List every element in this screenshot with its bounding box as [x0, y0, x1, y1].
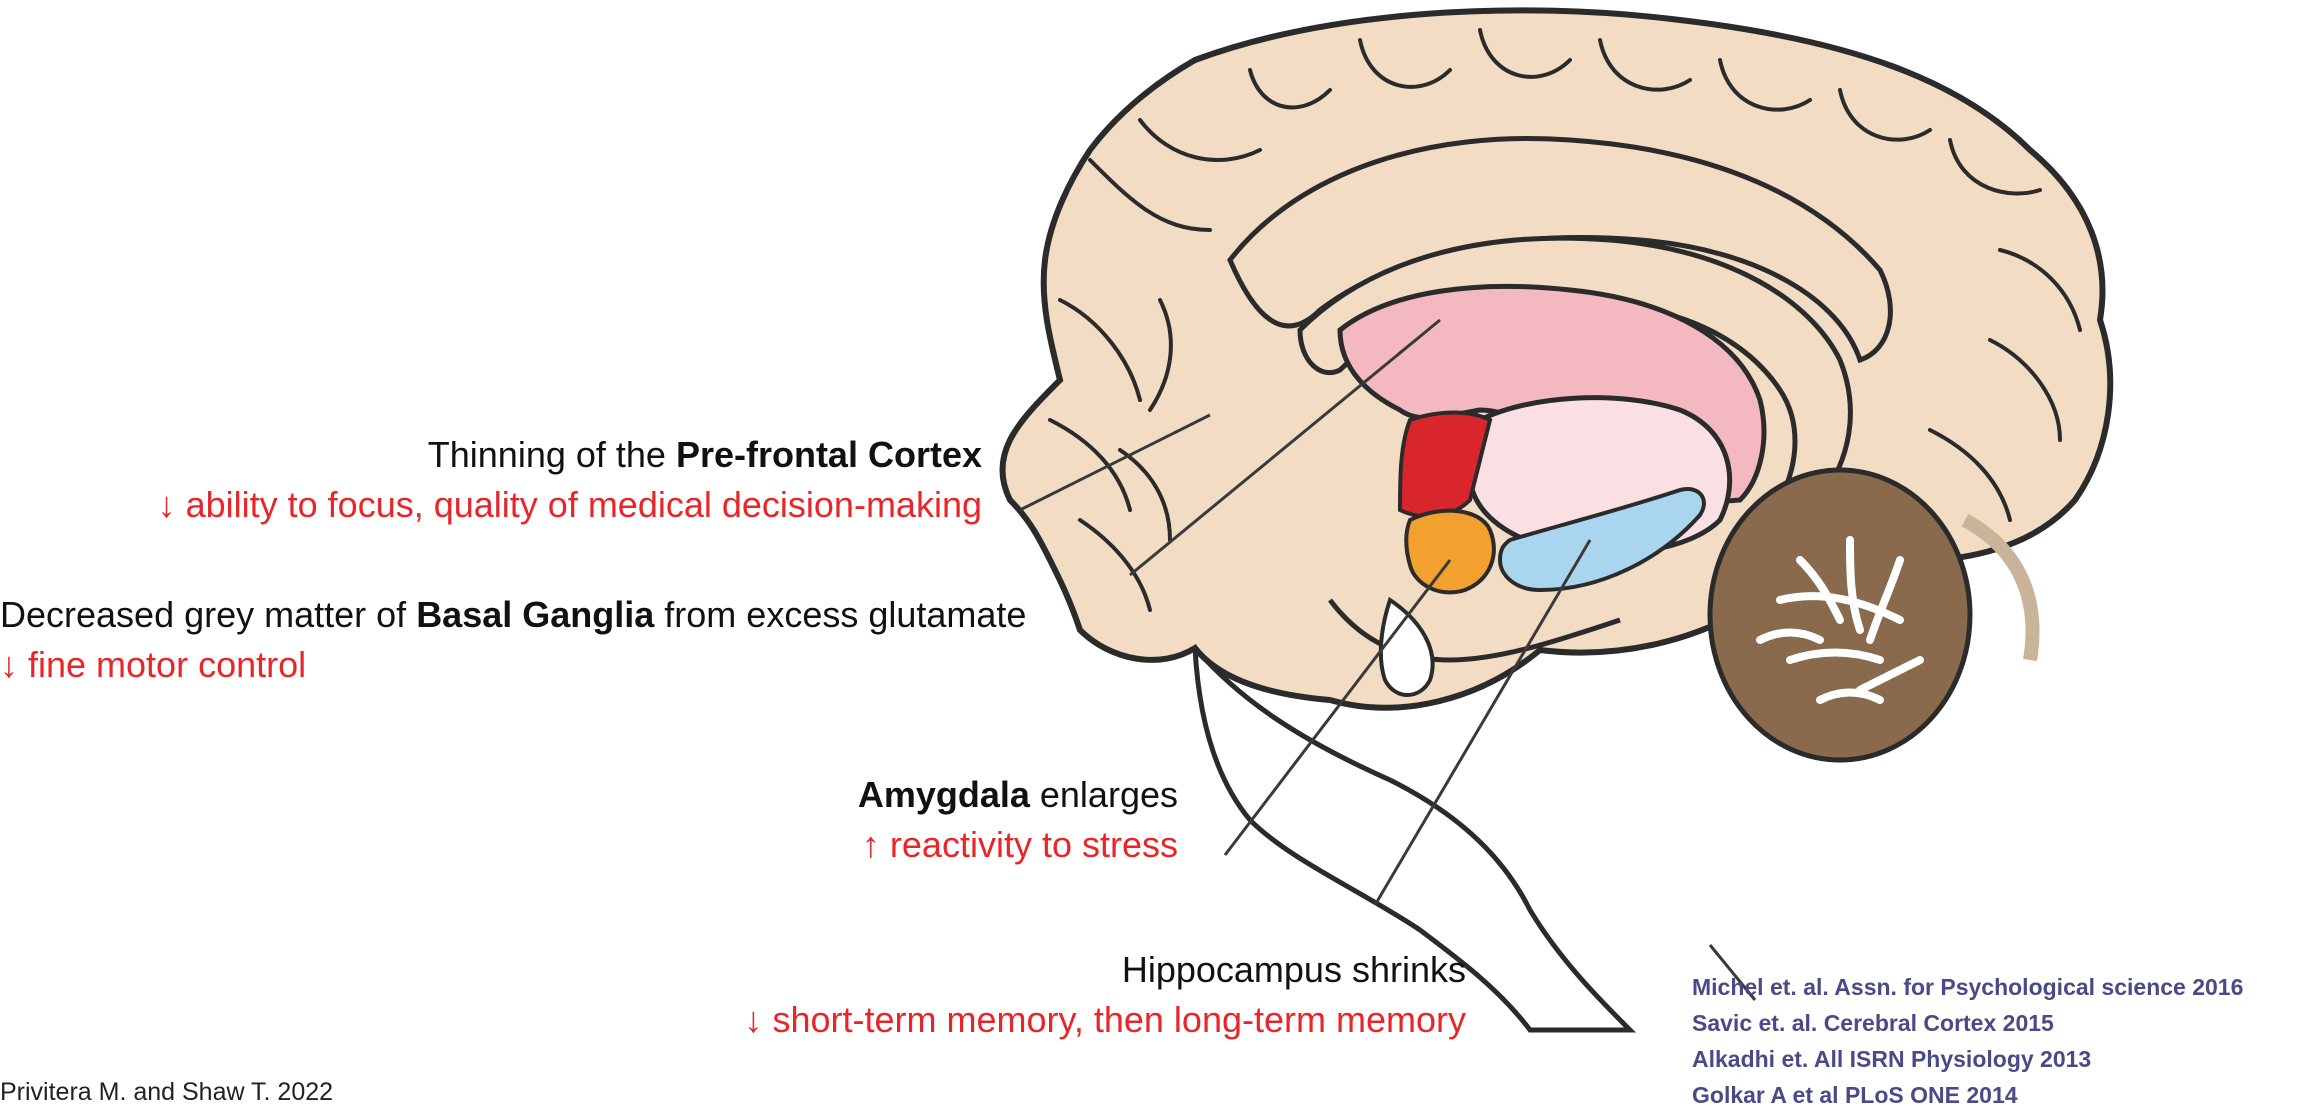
reference-item: Alkadhi et. All ISRN Physiology 2013 [1692, 1041, 2243, 1077]
amygdala-title: Amygdala enlarges [858, 770, 1178, 820]
reference-item: Savic et. al. Cerebral Cortex 2015 [1692, 1005, 2243, 1041]
amygdala-effect: ↑ reactivity to stress [858, 820, 1178, 870]
amygdala [1406, 511, 1494, 593]
source-citation: Privitera M. and Shaw T. 2022 [0, 1078, 333, 1107]
hippocampus-title: Hippocampus shrinks [745, 945, 1467, 995]
basal-ganglia-title-prefix: Decreased grey matter of [0, 594, 416, 635]
amygdala-title-suffix: enlarges [1030, 774, 1178, 815]
basal-ganglia-title-bold: Basal Ganglia [416, 594, 654, 635]
annotation-amygdala: Amygdala enlarges ↑ reactivity to stress [858, 770, 1178, 870]
annotation-prefrontal-cortex: Thinning of the Pre-frontal Cortex ↓ abi… [158, 430, 982, 530]
prefrontal-title-prefix: Thinning of the [428, 434, 676, 475]
basal-ganglia-title-suffix: from excess glutamate [654, 594, 1026, 635]
hippocampus-effect: ↓ short-term memory, then long-term memo… [745, 995, 1467, 1045]
annotation-hippocampus: Hippocampus shrinks ↓ short-term memory,… [745, 945, 1467, 1045]
basal-ganglia-title: Decreased grey matter of Basal Ganglia f… [0, 590, 1026, 640]
annotation-basal-ganglia: Decreased grey matter of Basal Ganglia f… [0, 590, 1026, 690]
reference-item: Michel et. al. Assn. for Psychological s… [1692, 969, 2243, 1005]
amygdala-title-bold: Amygdala [858, 774, 1030, 815]
prefrontal-effect: ↓ ability to focus, quality of medical d… [158, 480, 982, 530]
reference-item: Golkar A et al PLoS ONE 2014 [1692, 1077, 2243, 1113]
prefrontal-title: Thinning of the Pre-frontal Cortex [158, 430, 982, 480]
reference-list: Michel et. al. Assn. for Psychological s… [1692, 969, 2243, 1113]
basal-ganglia-effect: ↓ fine motor control [0, 640, 1026, 690]
prefrontal-title-bold: Pre-frontal Cortex [676, 434, 982, 475]
